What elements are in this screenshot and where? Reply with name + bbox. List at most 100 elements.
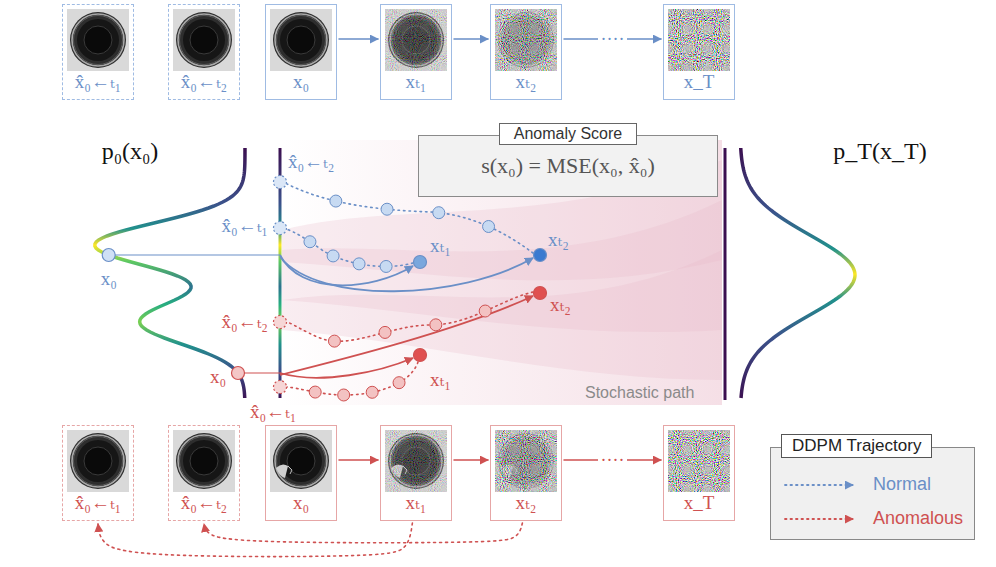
forward-path (280, 257, 533, 291)
diffusion-arrow (339, 459, 378, 461)
density-curve (95, 148, 245, 398)
distribution-label: p₀(x₀) (102, 138, 159, 166)
state-label: x_T (668, 71, 730, 94)
reconstruction-arrow (98, 523, 412, 557)
forward-path (280, 255, 413, 285)
state-dot (232, 367, 245, 380)
sample-dot (381, 203, 393, 215)
state-dot (274, 222, 287, 235)
state-label: x̂₀←ₜ₂ (173, 492, 235, 515)
image-box: x_T (663, 4, 735, 100)
bearing-photo (273, 433, 329, 489)
state-dot (274, 176, 287, 189)
bearing-photo (273, 12, 329, 68)
sample-dot (379, 326, 391, 338)
image-thumbnail (495, 9, 557, 71)
photo-ground (668, 9, 730, 71)
image-thumbnail (173, 9, 235, 71)
photo-ground (385, 9, 447, 71)
image-box: xₜ₁ (380, 425, 452, 521)
photo-ground (67, 430, 129, 492)
state-dot (102, 249, 115, 262)
score-heading: Anomaly Score (499, 123, 638, 145)
state-dot (414, 256, 427, 269)
noise-overlay (385, 430, 447, 492)
image-thumbnail (668, 430, 730, 492)
reverse-path (286, 229, 413, 266)
image-box: x₀ (265, 4, 337, 100)
state-label: x̂₀←ₜ₂ (173, 71, 235, 94)
image-box: xₜ₂ (490, 425, 562, 521)
density-curve (741, 148, 855, 398)
sample-dot (366, 386, 378, 398)
image-box: x_T (663, 425, 735, 521)
bearing-photo (70, 12, 126, 68)
sample-dot (430, 319, 442, 331)
state-dot (414, 349, 427, 362)
score-box: Anomaly Scores(x₀) = MSE(x₀, x̂₀) (418, 135, 718, 197)
sample-dot (483, 220, 495, 232)
image-thumbnail (668, 9, 730, 71)
photo-ground (67, 9, 129, 71)
guide-line (109, 254, 280, 255)
noise-overlay (495, 9, 557, 71)
sample-dot (309, 386, 321, 398)
point-label: x₀ (210, 366, 226, 388)
image-thumbnail (270, 430, 332, 492)
sample-dot (327, 250, 339, 262)
point-label: xₜ₁ (430, 369, 451, 391)
image-thumbnail (173, 430, 235, 492)
sample-dot (330, 195, 342, 207)
stochastic-band (282, 250, 722, 380)
noise-overlay (668, 9, 730, 71)
state-label: x₀ (270, 71, 332, 94)
photo-ground (495, 430, 557, 492)
image-box: xₜ₂ (490, 4, 562, 100)
legend-sample (783, 511, 863, 527)
reverse-path (287, 292, 533, 341)
sample-dot (393, 377, 405, 389)
sample-dot (380, 260, 392, 272)
point-label: x̂₀←ₜ₂ (288, 151, 334, 173)
bearing-photo (70, 433, 126, 489)
score-formula: s(x₀) = MSE(x₀, x̂₀) (431, 153, 705, 179)
state-dot (534, 287, 547, 300)
diffusion-arrow (454, 38, 488, 40)
legend-title: DDPM Trajectory (781, 434, 932, 458)
image-box: xₜ₁ (380, 4, 452, 100)
image-thumbnail (385, 9, 447, 71)
state-label: xₜ₂ (495, 492, 557, 515)
point-label: x₀ (101, 268, 117, 290)
sample-dot (328, 335, 340, 347)
photo-ground (668, 430, 730, 492)
point-label: xₜ₁ (430, 235, 451, 257)
bearing-photo (176, 433, 232, 489)
point-label: x̂₀←ₜ₁ (222, 215, 268, 237)
image-box: x₀ (265, 425, 337, 521)
noise-overlay (495, 430, 557, 492)
state-label: x₀ (270, 492, 332, 515)
region-label: Stochastic path (585, 384, 694, 402)
legend-sample (783, 477, 863, 493)
state-label: xₜ₂ (495, 71, 557, 94)
image-box: x̂₀←ₜ₁ (62, 4, 134, 100)
state-dot (534, 249, 547, 262)
state-label: x̂₀←ₜ₁ (67, 492, 129, 515)
point-label: x̂₀←ₜ₂ (222, 311, 268, 333)
sample-dot (338, 389, 350, 401)
bearing-photo (176, 12, 232, 68)
sample-dot (353, 258, 365, 270)
distribution-label: p_T(x_T) (833, 138, 926, 166)
photo-ground (495, 9, 557, 71)
legend-text: Anomalous (873, 508, 963, 529)
state-label: x̂₀←ₜ₁ (67, 71, 129, 94)
noise-overlay (385, 9, 447, 71)
point-label: xₜ₂ (550, 294, 571, 316)
image-thumbnail (270, 9, 332, 71)
state-dot (274, 316, 287, 329)
state-dot (274, 381, 287, 394)
ellipsis-label: ···· (598, 450, 628, 471)
state-label: xₜ₁ (385, 492, 447, 515)
photo-ground (173, 9, 235, 71)
